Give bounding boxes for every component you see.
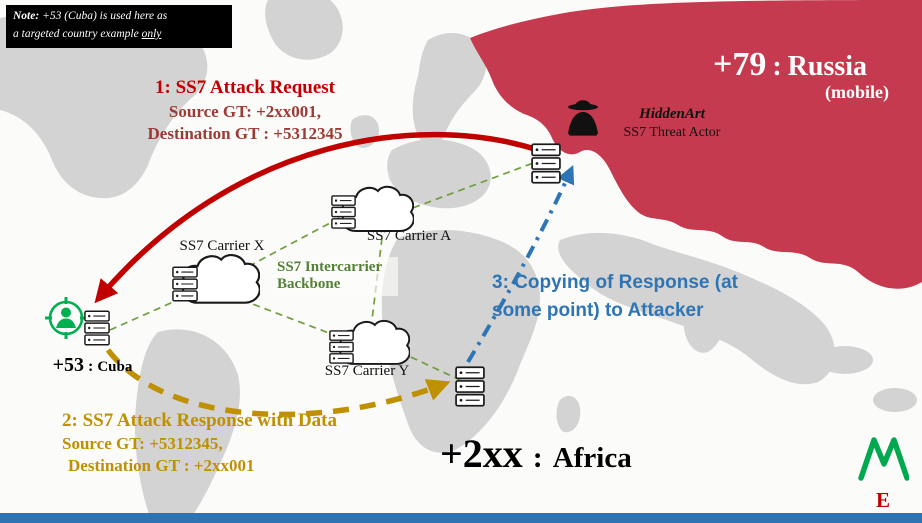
step2-destination-gt: Destination GT : +2xx001	[68, 456, 255, 476]
note-text-2: a targeted country example	[13, 27, 142, 40]
map-region-russia	[470, 0, 922, 289]
intercarrier-backbone-label: SS7 Intercarrier Backbone	[274, 257, 398, 296]
logo-letter: E	[875, 488, 890, 512]
africa-label: +2xx: Africa	[440, 430, 632, 477]
russia-separator: :	[772, 51, 782, 82]
step2-attack-response: 2: SS7 Attack Response with Data Source …	[62, 409, 462, 477]
note-box: Note: +53 (Cuba) is used here as a targe…	[6, 5, 232, 48]
carrier-a-server-icon	[331, 195, 356, 229]
russia-name: Russia	[787, 51, 868, 82]
africa-name: Africa	[552, 442, 632, 474]
backbone-line2: Backbone	[277, 276, 341, 293]
carrier-y-label: SS7 Carrier Y	[324, 363, 410, 379]
cuba-separator: :	[88, 358, 94, 375]
threat-actor-label: HiddenArt SS7 Threat Actor	[597, 104, 747, 142]
logo-mountains-icon	[857, 426, 909, 482]
carrier-a-label: SS7 Carrier A	[366, 228, 452, 244]
threat-actor-name: HiddenArt	[639, 106, 705, 122]
step1-source-gt: Source GT: +2xx001,	[168, 101, 322, 121]
step1-destination-gt: Destination GT : +5312345	[147, 123, 343, 143]
carrier-x-label: SS7 Carrier X	[179, 238, 265, 254]
africa-code: +2xx	[440, 431, 523, 476]
bottom-accent-bar	[0, 513, 922, 523]
note-label: Note:	[13, 10, 40, 22]
attack-request-arrow	[94, 131, 539, 304]
step2-source-gt: Source GT: +5312345,	[62, 434, 223, 454]
step1-title: 1: SS7 Attack Request	[155, 77, 335, 98]
cuba-label: +53:Cuba	[25, 354, 160, 377]
step2-title: 2: SS7 Attack Response with Data	[62, 410, 337, 431]
cuba-server-icon	[84, 310, 110, 346]
vendor-logo: E	[856, 426, 910, 513]
attack-response-arrow	[105, 348, 451, 418]
copy-response-arrow	[466, 164, 575, 364]
note-text-1: +53 (Cuba) is used here as	[39, 10, 168, 22]
russia-server-icon	[531, 143, 561, 184]
carrier-x-server-icon	[172, 266, 198, 302]
africa-server-icon	[455, 366, 485, 407]
step1-attack-request: 1: SS7 Attack Request Source GT: +2xx001…	[95, 76, 395, 145]
africa-separator: :	[532, 441, 543, 474]
step3-copy-response: 3: Copying of Response (at some point) t…	[492, 272, 738, 321]
note-text-underlined: only	[141, 27, 162, 40]
backbone-line1: SS7 Intercarrier	[277, 259, 383, 275]
cuba-name: Cuba	[97, 359, 133, 375]
russia-mobile-note: (mobile)	[825, 82, 889, 102]
russia-code: +79	[712, 46, 767, 83]
target-victim-icon	[44, 296, 88, 340]
russia-region-label: +79:Russia (mobile)	[665, 46, 915, 103]
carrier-y-server-icon	[329, 330, 354, 364]
cuba-code: +53	[52, 354, 85, 376]
threat-actor-role: SS7 Threat Actor	[623, 125, 721, 140]
